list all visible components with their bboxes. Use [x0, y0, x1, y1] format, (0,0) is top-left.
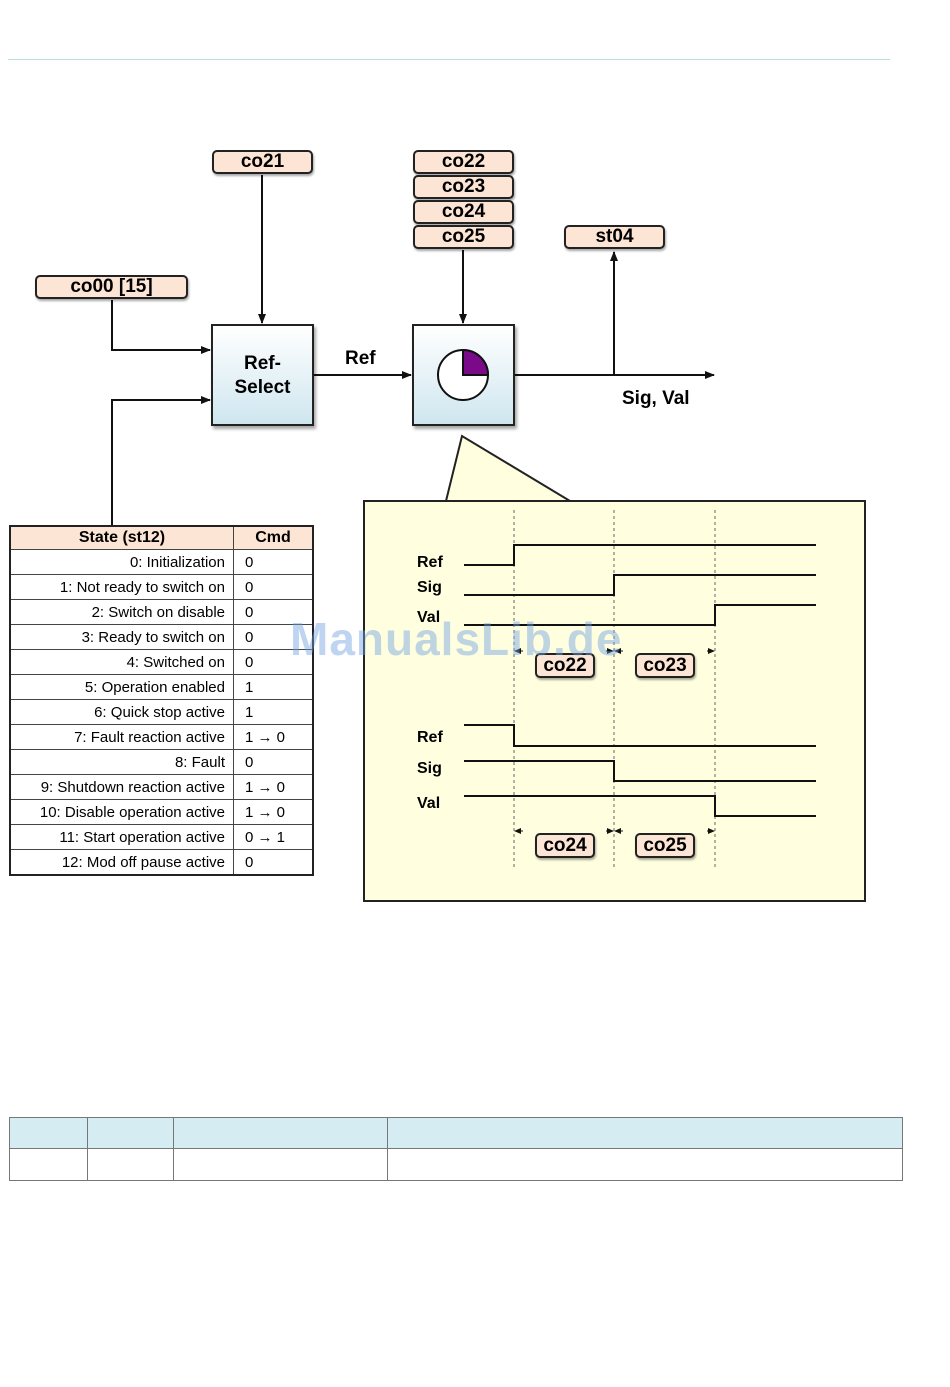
bottom-cell	[387, 1148, 903, 1181]
param-co24: co24	[413, 200, 514, 224]
state-header: State (st12)	[9, 525, 234, 550]
upper-ref-wave	[464, 544, 816, 566]
param-co23: co23	[413, 175, 514, 199]
lower-ref-label: Ref	[417, 729, 443, 746]
cmd-cell: 0	[233, 599, 314, 625]
lower-val-label: Val	[417, 795, 441, 812]
state-cell: 6: Quick stop active	[9, 699, 234, 725]
bottom-cell	[87, 1148, 174, 1181]
lower-val-wave	[464, 795, 816, 817]
param-co21: co21	[212, 150, 313, 174]
bottom-header-cell	[9, 1117, 88, 1149]
timing-waveforms	[464, 510, 816, 870]
timer-icon	[437, 348, 490, 401]
lower-ref-wave	[464, 724, 816, 747]
state-cell: 4: Switched on	[9, 649, 234, 675]
bottom-cell	[9, 1148, 88, 1181]
param-co00: co00 [15]	[35, 275, 188, 299]
upper-val-label: Val	[417, 609, 441, 626]
cmd-cell: 1	[233, 699, 314, 725]
cmd-cell: 1	[233, 674, 314, 700]
state-cell: 10: Disable operation active	[9, 799, 234, 825]
state-to-refselect-line	[111, 396, 211, 525]
bottom-header-cell	[173, 1117, 388, 1149]
cmd-cell: 0	[233, 649, 314, 675]
state-table-header: State (st12) Cmd	[9, 525, 314, 550]
state-cell: 8: Fault	[9, 749, 234, 775]
lower-sig-label: Sig	[417, 760, 442, 777]
delay-co23: co23	[635, 653, 695, 678]
delay-co25: co25	[635, 833, 695, 858]
delay-co22: co22	[535, 653, 595, 678]
cmd-header: Cmd	[233, 525, 314, 550]
state-cell: 12: Mod off pause active	[9, 849, 234, 876]
bottom-header-cell	[87, 1117, 174, 1149]
cmd-cell: 1 → 0	[233, 774, 314, 800]
bottom-cell	[173, 1148, 388, 1181]
param-st04: st04	[564, 225, 665, 249]
ref-select-label: Ref- Select	[234, 353, 291, 398]
cmd-cell: 1 → 0	[233, 799, 314, 825]
upper-sig-wave	[464, 574, 816, 596]
cmd-cell: 0 → 1	[233, 824, 314, 850]
delay-co24: co24	[535, 833, 595, 858]
cmd-cell: 1 → 0	[233, 724, 314, 750]
upper-ref-label: Ref	[417, 554, 443, 571]
upper-val-wave	[464, 604, 816, 626]
cmd-cell: 0	[233, 849, 314, 876]
watermark: ManualsLib.de	[290, 613, 623, 665]
timer-block	[412, 324, 515, 426]
state-cell: 11: Start operation active	[9, 824, 234, 850]
state-cell: 7: Fault reaction active	[9, 724, 234, 750]
table-row	[9, 1148, 903, 1181]
state-cell: 0: Initialization	[9, 549, 234, 575]
state-cell: 9: Shutdown reaction active	[9, 774, 234, 800]
ref-select-block: Ref- Select	[211, 324, 314, 426]
output-signal-label: Sig, Val	[622, 388, 690, 409]
state-cell: 1: Not ready to switch on	[9, 574, 234, 600]
timing-diagram: Ref Sig Val Ref Sig Val co22 co23 co24 c…	[363, 500, 866, 902]
upper-sig-label: Sig	[417, 579, 442, 596]
cmd-cell: 0	[233, 574, 314, 600]
bottom-header-cell	[387, 1117, 903, 1149]
param-co25: co25	[413, 225, 514, 249]
header-rule	[8, 59, 890, 60]
state-cell: 2: Switch on disable	[9, 599, 234, 625]
bottom-table-header	[9, 1117, 903, 1149]
state-cell: 3: Ready to switch on	[9, 624, 234, 650]
param-co22: co22	[413, 150, 514, 174]
ref-signal-label: Ref	[345, 348, 376, 369]
cmd-cell: 0	[233, 749, 314, 775]
state-cell: 5: Operation enabled	[9, 674, 234, 700]
bottom-table	[9, 1117, 903, 1181]
lower-sig-wave	[464, 760, 816, 782]
co00-to-refselect-line	[111, 300, 211, 354]
cmd-cell: 0	[233, 549, 314, 575]
